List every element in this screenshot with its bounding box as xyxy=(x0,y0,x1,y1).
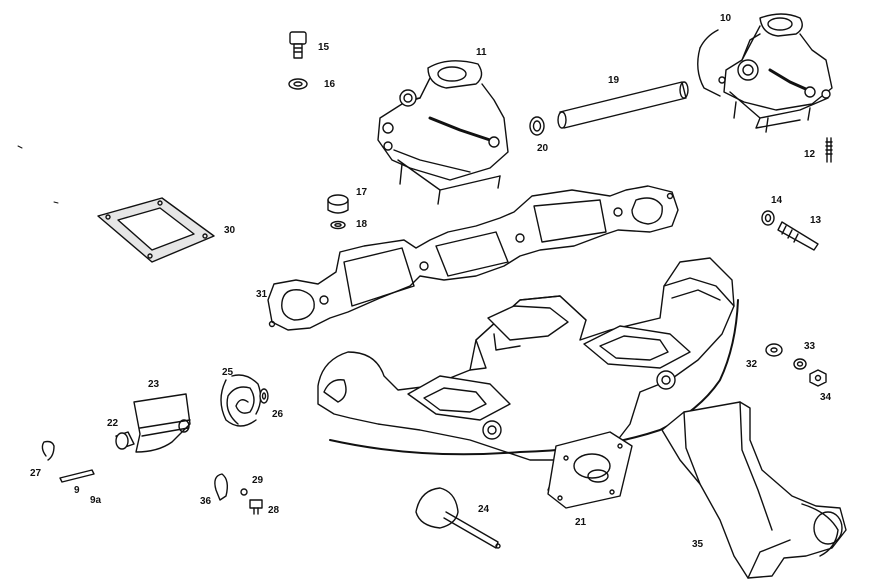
part-12-stud xyxy=(825,137,833,163)
callout-13: 13 xyxy=(810,215,822,226)
callout-33: 33 xyxy=(804,341,816,352)
part-34-nut xyxy=(809,369,827,387)
part-17-plug xyxy=(327,194,349,214)
callout-14: 14 xyxy=(771,195,783,206)
callout-21: 21 xyxy=(575,517,587,528)
callout-9: 9 xyxy=(74,485,80,496)
part-30-square-gasket xyxy=(97,197,215,263)
callout-31: 31 xyxy=(256,289,268,300)
part-26-washer xyxy=(259,388,269,404)
part-16-washer xyxy=(288,78,308,90)
part-23-valve-flap xyxy=(133,393,191,453)
callout-29: 29 xyxy=(252,475,264,486)
part-33-spring-washer xyxy=(793,358,807,370)
callout-32: 32 xyxy=(746,359,758,370)
part-24-valve xyxy=(415,487,501,549)
callout-25: 25 xyxy=(222,367,234,378)
callout-24: 24 xyxy=(478,504,490,515)
callout-11: 11 xyxy=(476,47,487,58)
callout-27: 27 xyxy=(30,468,42,479)
part-19-balance-pipe xyxy=(557,81,689,129)
callout-34: 34 xyxy=(820,392,832,403)
callout-12: 12 xyxy=(804,149,816,160)
callout-9a: 9a xyxy=(90,495,102,506)
part-25-spring xyxy=(220,374,262,427)
part-10-carb-flange-right xyxy=(697,13,833,133)
callout-22: 22 xyxy=(107,418,119,429)
part-18-washer xyxy=(330,220,346,230)
callout-20: 20 xyxy=(537,143,549,154)
callout-16: 16 xyxy=(324,79,336,90)
callout-28: 28 xyxy=(268,505,280,516)
part-14-washer xyxy=(761,210,775,226)
callout-35: 35 xyxy=(692,539,704,550)
callout-19: 19 xyxy=(608,75,620,86)
part-27-circlip xyxy=(41,440,55,461)
part-29-washer xyxy=(240,488,248,496)
callout-23: 23 xyxy=(148,379,160,390)
part-11-carb-flange-center xyxy=(377,60,509,205)
part-9-spindle xyxy=(59,469,95,483)
callout-17: 17 xyxy=(356,187,368,198)
part-20-ring xyxy=(529,116,545,136)
callout-18: 18 xyxy=(356,219,368,230)
callout-26: 26 xyxy=(272,409,284,420)
part-22-bush xyxy=(115,431,135,450)
part-13-stud-bolt xyxy=(777,221,819,251)
part-28-screw xyxy=(249,499,263,515)
part-35-hot-air-duct xyxy=(661,401,847,579)
part-15-plug xyxy=(289,31,307,59)
callout-36: 36 xyxy=(200,496,212,507)
part-32-washer xyxy=(765,343,783,357)
part-21-exhaust-manifold xyxy=(317,257,739,509)
part-31-manifold-gasket xyxy=(267,185,679,331)
part-36-clip xyxy=(214,473,229,501)
callout-10: 10 xyxy=(720,13,732,24)
callout-30: 30 xyxy=(224,225,236,236)
callout-15: 15 xyxy=(318,42,330,53)
